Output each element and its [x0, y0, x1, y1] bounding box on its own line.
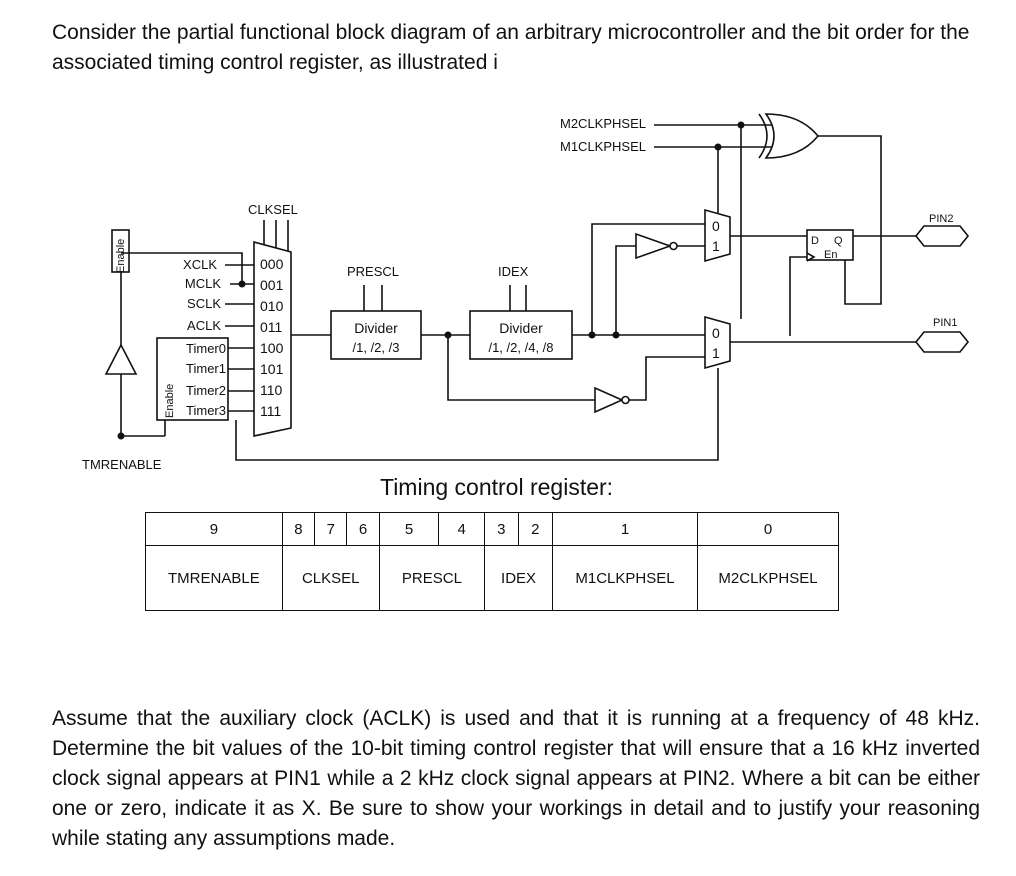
code-000: 000 — [260, 256, 284, 272]
ff-q-label: Q — [834, 235, 843, 247]
bit-0: 0 — [697, 512, 839, 546]
mux-top-in1: 1 — [712, 238, 720, 254]
field-clksel: CLKSEL — [281, 545, 380, 611]
enable-and-gate-timers — [156, 337, 229, 421]
tmrenable-label: TMRENABLE — [82, 457, 162, 470]
field-m2clkphsel: M2CLKPHSEL — [697, 545, 839, 611]
bit-6: 6 — [346, 512, 380, 546]
m1clkphsel-label: M1CLKPHSEL — [560, 139, 646, 154]
input-timer1: Timer1 — [186, 361, 226, 376]
m2clkphsel-label: M2CLKPHSEL — [560, 116, 646, 131]
ff-clock-triangle — [806, 252, 816, 262]
bit-3: 3 — [484, 512, 519, 546]
pin1-label: PIN1 — [933, 317, 957, 329]
enable-buffer-triangle — [104, 343, 138, 375]
clksel-mux — [253, 240, 292, 437]
prescl-label: PRESCL — [347, 264, 399, 279]
code-011: 011 — [260, 319, 283, 335]
bit-2: 2 — [517, 512, 553, 546]
bit-4: 4 — [438, 512, 486, 546]
xor-gate — [764, 113, 820, 159]
field-idex: IDEX — [484, 545, 553, 611]
mux-top — [704, 208, 731, 263]
bit-9: 9 — [145, 512, 283, 546]
bit-1: 1 — [551, 512, 699, 546]
register-title: Timing control register: — [380, 474, 614, 500]
question-intro: Consider the partial functional block di… — [52, 21, 970, 74]
inverter-top — [635, 232, 673, 260]
code-010: 010 — [260, 298, 284, 314]
code-100: 100 — [260, 340, 284, 356]
pin2-connector — [914, 225, 970, 247]
mux-bottom-in1: 1 — [712, 345, 720, 361]
enable-label-left: Enable — [115, 239, 127, 273]
bit-7: 7 — [314, 512, 348, 546]
d-flip-flop — [806, 229, 854, 261]
ff-en-label: En — [824, 249, 837, 261]
input-timer0: Timer0 — [186, 341, 226, 356]
divider-idex-ratios: /1, /2, /4, /8 — [488, 340, 553, 355]
code-111: 111 — [260, 403, 281, 419]
mux-bottom-in0: 0 — [712, 325, 720, 341]
bit-5: 5 — [378, 512, 440, 546]
divider-prescl-title: Divider — [354, 320, 398, 336]
code-110: 110 — [260, 382, 283, 398]
input-timer2: Timer2 — [186, 383, 226, 398]
ff-d-label: D — [811, 235, 819, 247]
block-diagram: Enable TMRENABLE Enable XCLK MCLK SCLK A… — [82, 113, 970, 470]
question-body: Assume that the auxiliary clock (ACLK) i… — [52, 707, 980, 850]
pin1-connector — [914, 331, 970, 353]
mux-top-in0: 0 — [712, 218, 720, 234]
bit-8: 8 — [281, 512, 316, 546]
mux-bottom — [704, 315, 731, 370]
code-101: 101 — [260, 361, 284, 377]
divider-prescl-block — [330, 310, 422, 360]
timing-control-register-table: 9 8 7 6 5 4 3 2 1 0 TMRENABLE CLKSEL PRE… — [145, 512, 839, 611]
field-m1clkphsel: M1CLKPHSEL — [551, 545, 699, 611]
clksel-label: CLKSEL — [248, 202, 298, 217]
input-xclk: XCLK — [183, 257, 217, 272]
idex-label: IDEX — [498, 264, 529, 279]
code-001: 001 — [260, 277, 284, 293]
inverter-bottom — [594, 386, 624, 414]
input-aclk: ACLK — [187, 318, 221, 333]
divider-idex-block — [469, 310, 573, 360]
pin2-label: PIN2 — [929, 213, 953, 225]
enable-label-timers: Enable — [164, 384, 176, 418]
input-timer3: Timer3 — [186, 403, 226, 418]
input-mclk: MCLK — [185, 276, 221, 291]
input-sclk: SCLK — [187, 296, 221, 311]
divider-idex-title: Divider — [499, 320, 543, 336]
field-prescl: PRESCL — [378, 545, 486, 611]
field-tmrenable: TMRENABLE — [145, 545, 283, 611]
divider-prescl-ratios: /1, /2, /3 — [353, 340, 400, 355]
